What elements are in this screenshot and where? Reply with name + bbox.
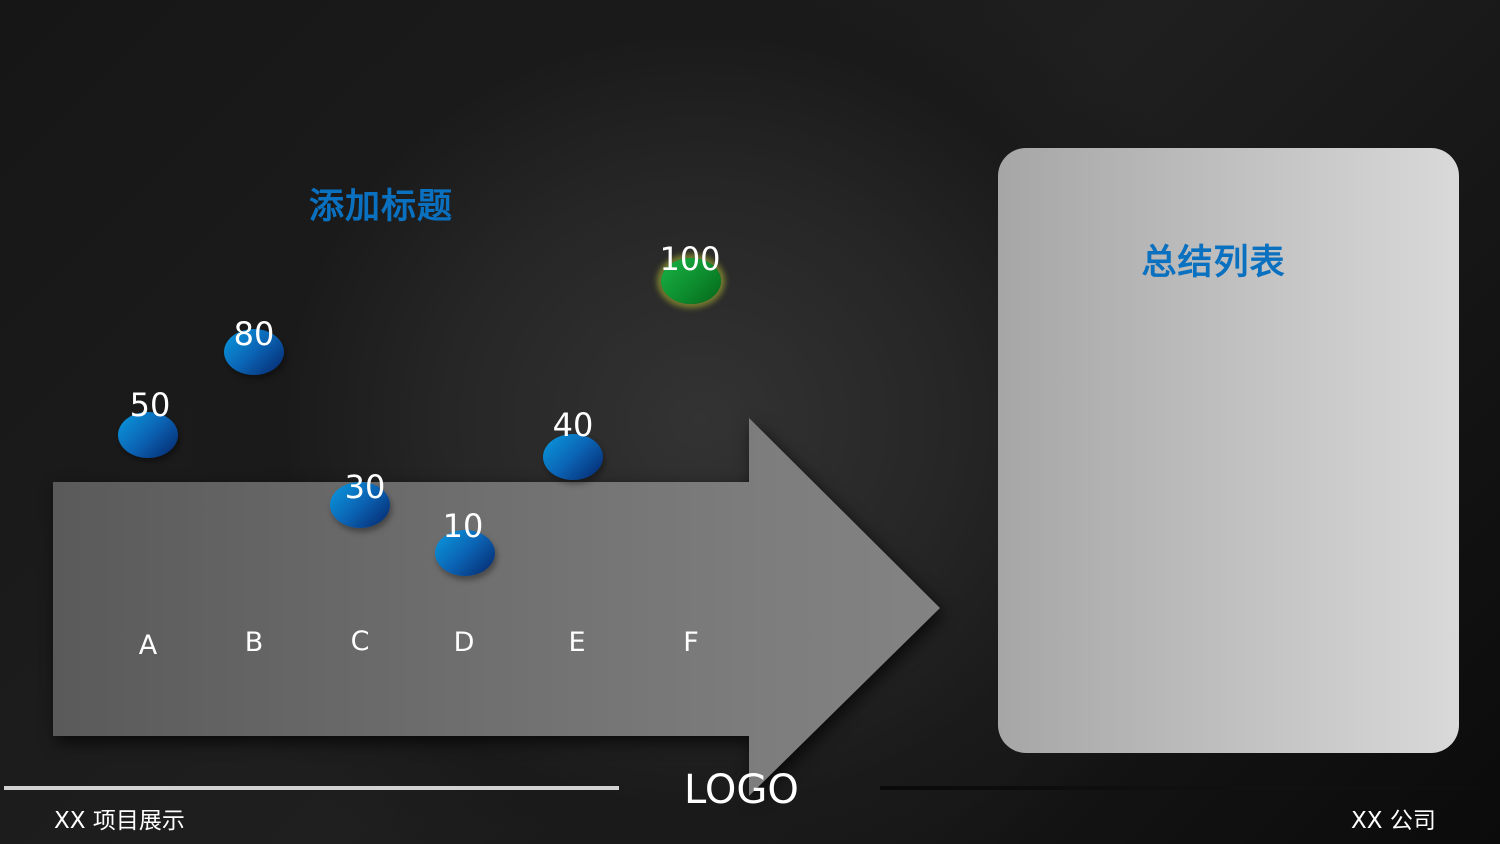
data-point-c-value: 30 xyxy=(344,468,386,506)
category-label-b: B xyxy=(244,627,264,658)
footer-divider-right xyxy=(880,786,1500,790)
data-point-d-value: 10 xyxy=(442,507,484,545)
summary-title: 总结列表 xyxy=(1141,243,1286,283)
category-label-f: F xyxy=(683,627,699,658)
data-point-c-marker xyxy=(330,482,390,528)
logo: LOGO xyxy=(684,767,799,813)
category-label-e: E xyxy=(568,627,586,658)
data-point-b-marker xyxy=(224,329,284,375)
category-label-a: A xyxy=(138,630,158,661)
footer-divider-left xyxy=(4,786,619,790)
summary-card: 总结列表 xyxy=(998,148,1459,753)
data-point-a-marker xyxy=(118,412,178,458)
data-point-f-marker xyxy=(661,258,721,304)
category-label-c: C xyxy=(350,626,370,657)
category-label-d: D xyxy=(453,627,475,658)
footer-project-label: XX 项目展示 xyxy=(54,808,185,834)
data-point-e-marker xyxy=(543,434,603,480)
slide-title: 添加标题 xyxy=(309,187,454,227)
data-point-f-value: 100 xyxy=(659,240,721,278)
footer-company-label: XX 公司 xyxy=(1351,808,1436,834)
data-point-d-marker xyxy=(435,530,495,576)
data-point-e-value: 40 xyxy=(552,406,594,444)
data-point-a-value: 50 xyxy=(129,386,171,424)
data-point-b-value: 80 xyxy=(233,315,275,353)
arrow-shape xyxy=(53,418,940,796)
